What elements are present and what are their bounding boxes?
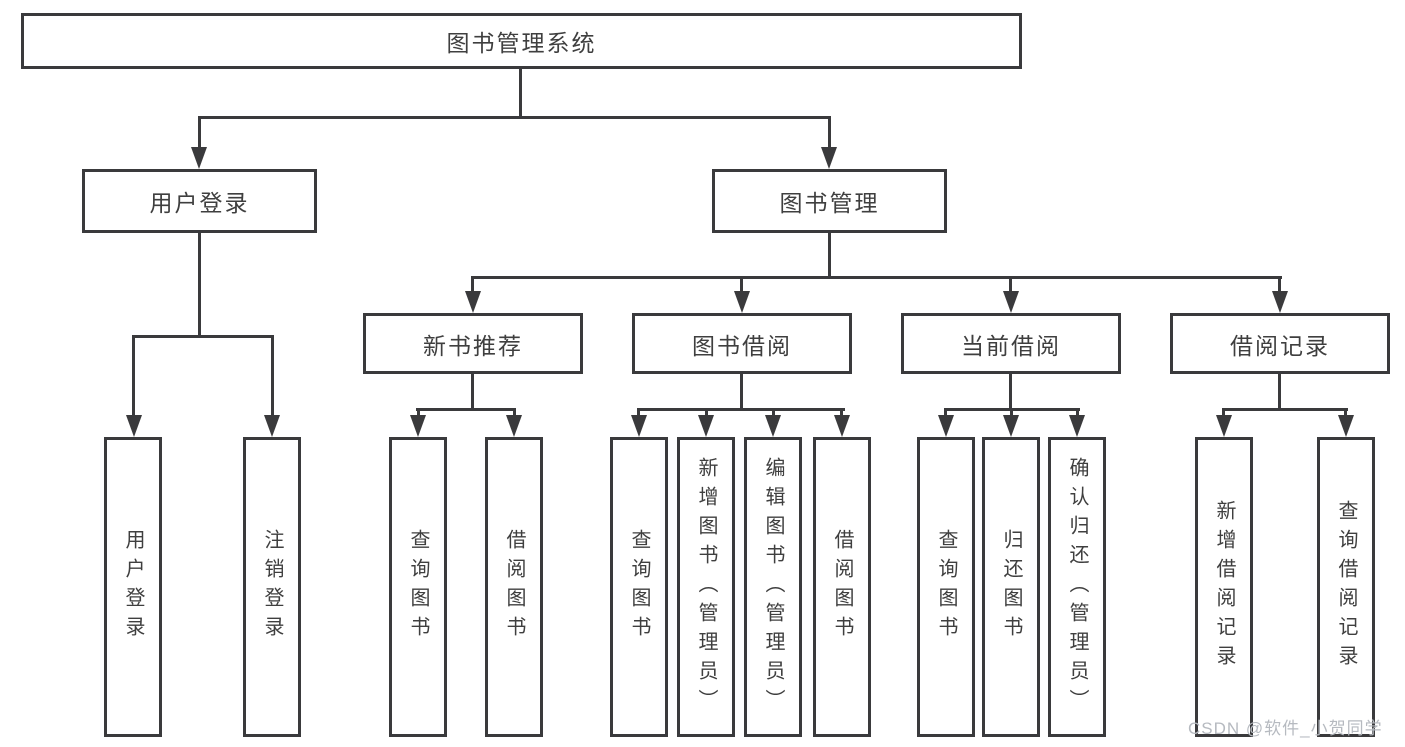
connector-line	[513, 408, 516, 415]
arrow-down-icon	[765, 415, 781, 437]
leaf-label: 新增借阅记录	[1213, 500, 1235, 674]
connector-line	[1278, 374, 1281, 408]
connector-line	[1278, 276, 1281, 291]
leaf-query-book: 查询图书	[610, 437, 668, 737]
connector-line	[471, 374, 474, 408]
arrow-down-icon	[506, 415, 522, 437]
leaf-label: 确认归还（管理员）	[1066, 456, 1088, 718]
arrow-down-icon	[698, 415, 714, 437]
arrow-down-icon	[938, 415, 954, 437]
leaf-query-book: 查询图书	[389, 437, 447, 737]
connector-line	[740, 374, 743, 408]
node-new-book-recommend: 新书推荐	[363, 313, 583, 374]
leaf-add-book-admin: 新增图书（管理员）	[677, 437, 735, 737]
connector-line	[944, 408, 947, 415]
connector-line	[132, 335, 135, 415]
leaf-query-book: 查询图书	[917, 437, 975, 737]
connector-line	[637, 408, 640, 415]
leaf-label: 借阅图书	[503, 529, 525, 645]
leaf-label: 归还图书	[1000, 529, 1022, 645]
node-current-borrow: 当前借阅	[901, 313, 1121, 374]
connector-line	[271, 335, 274, 415]
arrow-down-icon	[465, 291, 481, 313]
connector-line	[416, 408, 516, 411]
connector-line	[1009, 374, 1012, 408]
node-borrow-records-label: 借阅记录	[1230, 332, 1330, 359]
leaf-confirm-return-admin: 确认归还（管理员）	[1048, 437, 1106, 737]
node-root: 图书管理系统	[21, 13, 1022, 69]
arrow-down-icon	[1003, 291, 1019, 313]
watermark: CSDN @软件_小贺同学	[1188, 719, 1383, 738]
leaf-label: 注销登录	[261, 529, 283, 645]
node-book-management: 图书管理	[712, 169, 947, 233]
connector-line	[828, 233, 831, 276]
leaf-borrow-book: 借阅图书	[813, 437, 871, 737]
leaf-query-borrow-record: 查询借阅记录	[1317, 437, 1375, 737]
leaf-label: 新增图书（管理员）	[695, 456, 717, 718]
connector-line	[1076, 408, 1079, 415]
node-user-login: 用户登录	[82, 169, 317, 233]
connector-line	[132, 335, 274, 338]
connector-line	[1344, 408, 1347, 415]
arrow-down-icon	[1272, 291, 1288, 313]
arrow-down-icon	[1069, 415, 1085, 437]
node-new-book-recommend-label: 新书推荐	[423, 332, 523, 359]
leaf-user-login: 用户登录	[104, 437, 162, 737]
leaf-borrow-book: 借阅图书	[485, 437, 543, 737]
connector-line	[198, 116, 831, 119]
node-book-management-label: 图书管理	[779, 190, 880, 216]
arrow-down-icon	[126, 415, 142, 437]
connector-line	[637, 408, 845, 411]
arrow-down-icon	[191, 147, 207, 169]
arrow-down-icon	[631, 415, 647, 437]
connector-line	[417, 408, 420, 415]
node-book-borrow-label: 图书借阅	[692, 332, 792, 359]
connector-line	[198, 233, 201, 335]
arrow-down-icon	[734, 291, 750, 313]
arrow-down-icon	[821, 147, 837, 169]
connector-line	[740, 276, 743, 291]
arrow-down-icon	[1216, 415, 1232, 437]
connector-line	[471, 276, 1282, 279]
arrow-down-icon	[834, 415, 850, 437]
leaf-label: 编辑图书（管理员）	[762, 456, 784, 718]
connector-line	[705, 408, 708, 415]
leaf-label: 查询借阅记录	[1335, 500, 1357, 674]
node-root-label: 图书管理系统	[446, 30, 597, 56]
leaf-return-book: 归还图书	[982, 437, 1040, 737]
leaf-add-borrow-record: 新增借阅记录	[1195, 437, 1253, 737]
node-user-login-label: 用户登录	[149, 190, 250, 216]
leaf-label: 查询图书	[628, 529, 650, 645]
connector-line	[840, 408, 843, 415]
node-current-borrow-label: 当前借阅	[961, 332, 1061, 359]
connector-line	[1009, 276, 1012, 291]
arrow-down-icon	[1003, 415, 1019, 437]
connector-line	[1010, 408, 1013, 415]
connector-line	[828, 116, 831, 148]
arrow-down-icon	[264, 415, 280, 437]
leaf-label: 借阅图书	[831, 529, 853, 645]
arrow-down-icon	[1338, 415, 1354, 437]
connector-line	[198, 116, 201, 148]
leaf-label: 查询图书	[407, 529, 429, 645]
node-book-borrow: 图书借阅	[632, 313, 852, 374]
leaf-label: 查询图书	[935, 529, 957, 645]
connector-line	[1222, 408, 1225, 415]
connector-line	[1222, 408, 1348, 411]
leaf-edit-book-admin: 编辑图书（管理员）	[744, 437, 802, 737]
node-borrow-records: 借阅记录	[1170, 313, 1390, 374]
connector-line	[471, 276, 474, 291]
arrow-down-icon	[410, 415, 426, 437]
leaf-label: 用户登录	[122, 529, 144, 645]
leaf-logout: 注销登录	[243, 437, 301, 737]
connector-line	[772, 408, 775, 415]
connector-line	[519, 69, 522, 116]
